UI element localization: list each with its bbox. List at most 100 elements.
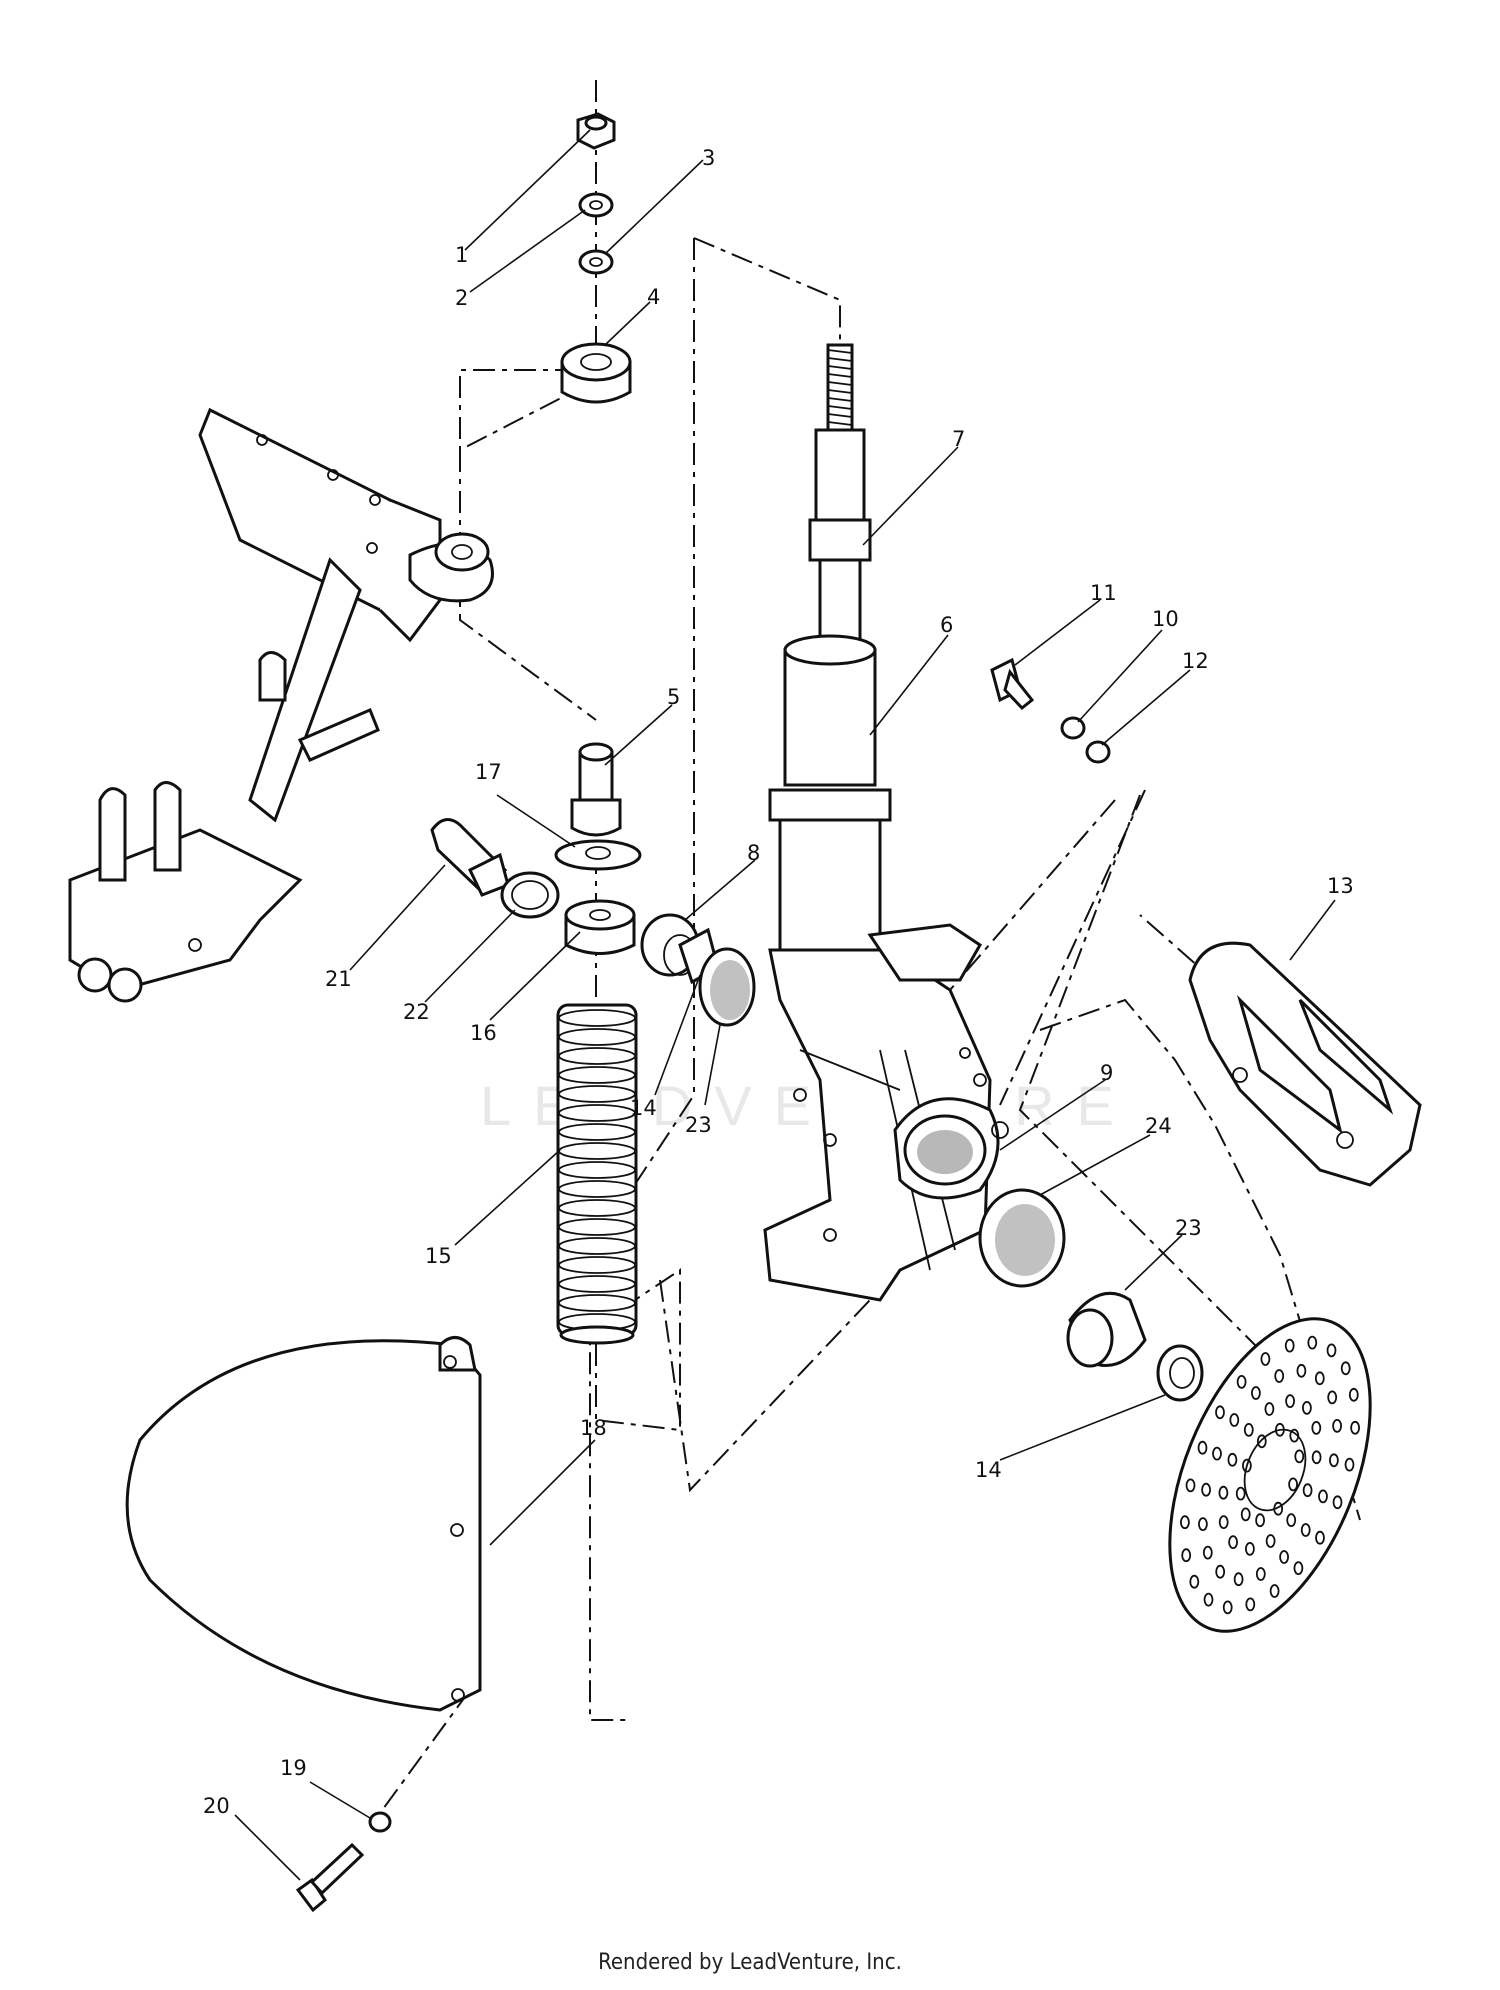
thread-line (827, 357, 853, 362)
thread-line (827, 389, 853, 394)
disc-hole (1255, 1567, 1266, 1581)
disc-hole (1215, 1564, 1226, 1579)
disc-hole (1293, 1561, 1304, 1575)
disc-hole (1289, 1428, 1300, 1443)
disc-hole (1264, 1402, 1275, 1416)
callout-21: 21 (325, 967, 352, 991)
callout-13: 13 (1327, 874, 1354, 898)
disc-hole (1222, 1600, 1233, 1615)
disc-hole (1274, 1369, 1285, 1383)
part-18-shield (125, 1336, 482, 1712)
part-22-ring (500, 871, 560, 919)
callout-24: 24 (1145, 1114, 1172, 1138)
callout-22: 22 (403, 1000, 430, 1024)
callout-15: 15 (425, 1244, 452, 1268)
callout-14-lower: 14 (975, 1458, 1002, 1482)
disc-hole (1212, 1446, 1222, 1461)
front-axle-bracket (68, 407, 494, 1003)
disc-hole (1236, 1375, 1247, 1389)
thread-line (827, 373, 853, 378)
disc-hole (1314, 1371, 1325, 1386)
callout-17: 17 (475, 760, 502, 784)
disc-hole (1302, 1401, 1312, 1415)
spring-coil (558, 1294, 636, 1312)
disc-hole (1180, 1515, 1190, 1530)
spring-coil (558, 1047, 636, 1065)
disc-hole (1284, 1338, 1295, 1353)
callouts: 1 2 3 4 5 6 7 8 9 10 11 12 13 14 14 15 1 (203, 129, 1354, 1881)
callout-9: 9 (1100, 1061, 1113, 1085)
disc-hole (1242, 1458, 1252, 1473)
spring-coil (558, 1104, 636, 1122)
callout-16: 16 (470, 1021, 497, 1045)
disc-hole (1227, 1452, 1238, 1467)
part-4-bearing (560, 342, 632, 404)
disc-hole (1243, 1423, 1254, 1437)
part-17-washer (554, 839, 642, 871)
callout-11: 11 (1090, 581, 1117, 605)
part-2-washer (578, 192, 614, 218)
part-24-seal (978, 1188, 1066, 1288)
disc-hole (1245, 1597, 1256, 1612)
thread-line (827, 405, 853, 410)
thread-line (827, 381, 853, 386)
callout-19: 19 (280, 1756, 307, 1780)
disc-hole (1273, 1501, 1284, 1516)
part-16-bushing (564, 899, 636, 955)
callout-2: 2 (455, 286, 468, 310)
part-1-nut (576, 112, 616, 150)
callout-23-lower: 23 (1175, 1216, 1202, 1240)
disc-hole (1218, 1485, 1229, 1500)
spring-coil (558, 1066, 636, 1084)
part-10-washer (1060, 716, 1086, 740)
disc-hole (1326, 1343, 1337, 1358)
disc-hole (1300, 1523, 1311, 1537)
thread-line (827, 365, 853, 370)
disc-hole (1202, 1545, 1213, 1560)
callout-12: 12 (1182, 649, 1209, 673)
disc-hole (1344, 1457, 1355, 1472)
disc-hole (1229, 1413, 1240, 1427)
spring-coil (558, 1123, 636, 1141)
disc-hole (1315, 1530, 1325, 1545)
brake-disc (1168, 1317, 1372, 1633)
part-6-spindle-knuckle (763, 634, 1009, 1302)
spring-coil (558, 1199, 636, 1217)
spring-coil (558, 1218, 636, 1236)
callout-7: 7 (952, 427, 965, 451)
disc-hole (1329, 1453, 1339, 1468)
part-23-race-upper (698, 947, 756, 1027)
part-11-bolt (990, 657, 1035, 711)
part-15-spring (556, 1003, 638, 1345)
callout-20: 20 (203, 1794, 230, 1818)
disc-hole (1235, 1486, 1246, 1501)
part-21-pin (430, 818, 510, 897)
disc-hole (1245, 1542, 1255, 1556)
callout-18: 18 (580, 1416, 607, 1440)
callout-8: 8 (747, 841, 760, 865)
disc-hole (1185, 1478, 1196, 1493)
disc-hole (1296, 1363, 1307, 1378)
callout-10: 10 (1152, 607, 1179, 631)
part-12-washer (1085, 740, 1111, 764)
disc-hole (1307, 1335, 1318, 1350)
callout-1: 1 (455, 243, 468, 267)
disc-hole (1198, 1517, 1208, 1531)
part-13-caliper (1188, 941, 1422, 1187)
footer-credit: Rendered by LeadVenture, Inc. (598, 1950, 902, 1975)
part-3-washer (578, 249, 614, 275)
disc-hole (1348, 1387, 1359, 1402)
spring-coil (558, 1256, 636, 1274)
disc-hole (1251, 1386, 1261, 1400)
disc-hole (1215, 1405, 1225, 1420)
disc-hole (1294, 1449, 1305, 1464)
disc-hole (1265, 1534, 1276, 1548)
disc-hole (1255, 1513, 1265, 1528)
disc-hole (1256, 1434, 1267, 1449)
part-7-spindle-shaft (808, 343, 872, 662)
thread-line (827, 349, 853, 354)
disc-hole (1350, 1420, 1360, 1435)
callout-14-upper: 14 (630, 1096, 657, 1120)
disc-hole (1332, 1419, 1342, 1433)
spring-coil (558, 1085, 636, 1103)
